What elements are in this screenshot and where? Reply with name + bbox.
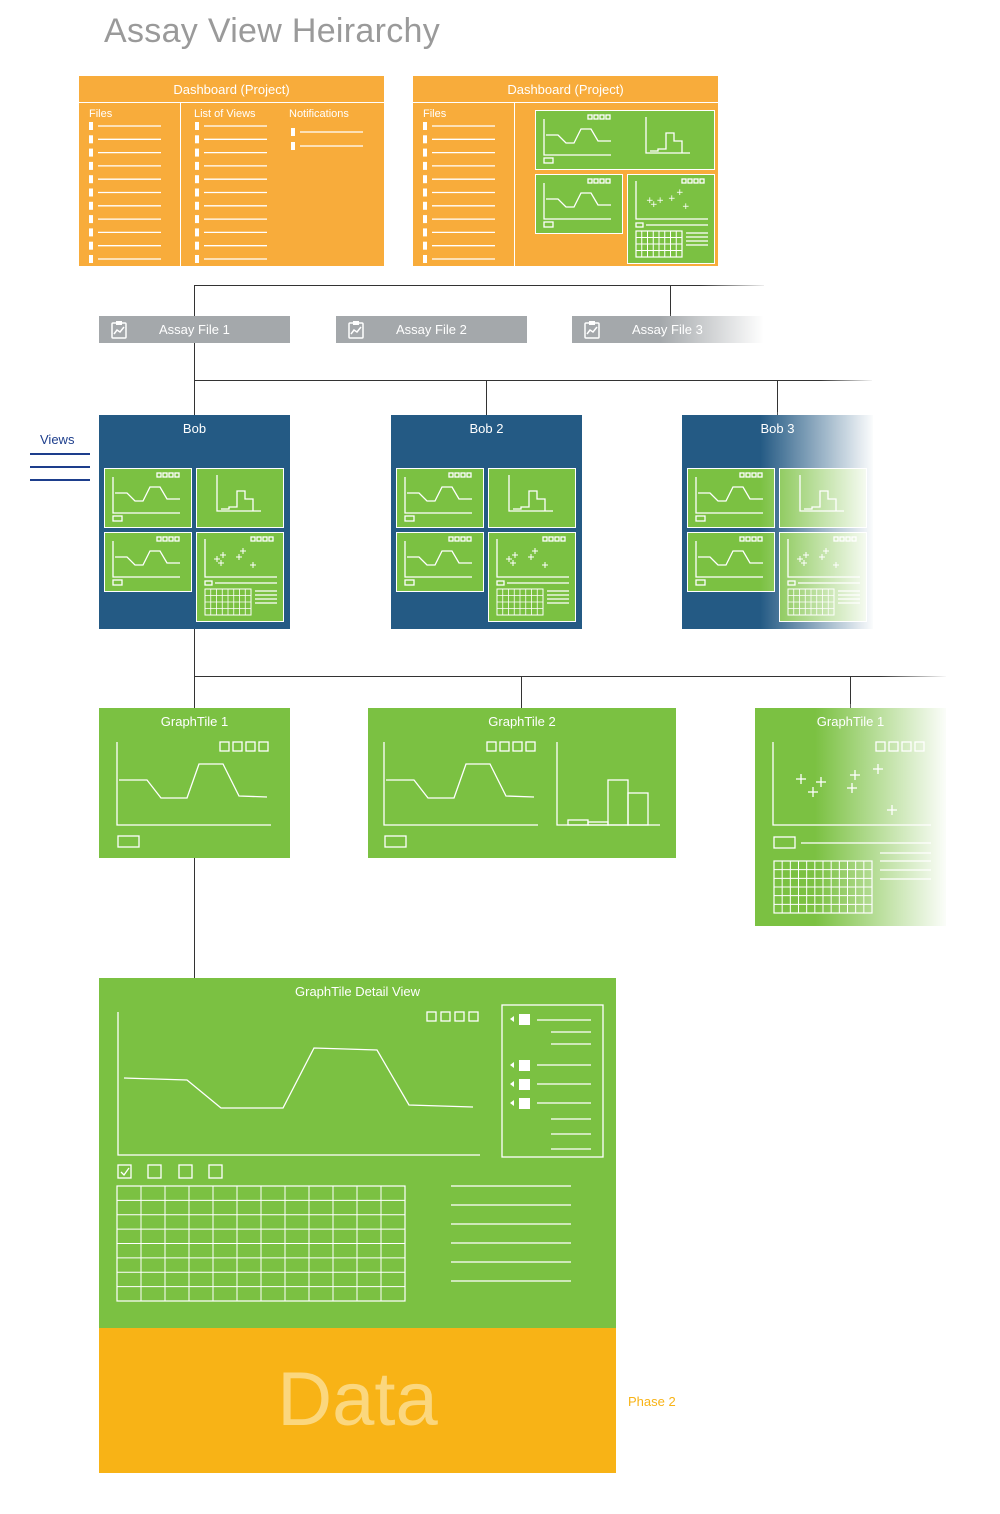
views-menu-icon [30, 453, 90, 481]
dashboard-1-title: Dashboard (Project) [79, 76, 384, 103]
page-title: Assay View Heirarchy [104, 12, 441, 50]
assay-file-2[interactable]: Assay File 2 [336, 316, 527, 343]
graph-tile-1-line-chart [116, 741, 271, 848]
view-mini-tile-line-2 [396, 532, 484, 592]
graph-tile-2-title: GraphTile 2 [488, 714, 556, 729]
assay-file-icon [111, 321, 127, 339]
graph-tile-2[interactable]: GraphTile 2 [368, 708, 676, 858]
view-bob[interactable]: Bob [99, 415, 290, 629]
view-mini-tile-line-2 [104, 532, 192, 592]
view-bob-2-title: Bob 2 [469, 421, 504, 436]
data-block: Data [99, 1328, 616, 1473]
dashboard-2-files-list [423, 122, 495, 277]
view-bob-title: Bob [182, 421, 207, 436]
assay-file-1[interactable]: Assay File 1 [99, 316, 290, 343]
dashboard-1-notifications-label: Notifications [289, 108, 349, 120]
assay-file-icon [584, 321, 600, 339]
dashboard-1-files-list [89, 122, 161, 277]
dashboard-2-tile-wide [535, 110, 715, 170]
dashboard-1-views-list [195, 122, 267, 277]
view-mini-tile-bar [196, 468, 284, 528]
assay-file-icon [348, 321, 364, 339]
svg-text:+: + [682, 202, 690, 212]
svg-text:+: + [650, 200, 658, 210]
dashboard-2-title: Dashboard (Project) [413, 76, 718, 103]
dashboard-1-notifications-list [291, 128, 363, 150]
svg-text:+ +: + + [646, 196, 664, 206]
svg-text:+: + [676, 188, 684, 198]
phase-label: Phase 2 [628, 1394, 676, 1409]
view-mini-tile-bar [488, 468, 576, 528]
dashboard-2-tile-line [535, 174, 623, 234]
dashboard-1-files-label: Files [89, 108, 113, 120]
detail-view-title: GraphTile Detail View [295, 984, 420, 999]
dashboard-2-files-label: Files [423, 108, 447, 120]
graph-tile-1[interactable]: GraphTile 1 [99, 708, 290, 858]
assay-file-2-label: Assay File 2 [396, 322, 467, 337]
view-mini-tile-line [104, 468, 192, 528]
dashboard-2-tile-scatter: + + + + + + [627, 174, 715, 264]
data-label: Data [277, 1357, 438, 1442]
svg-text:+: + [668, 194, 676, 204]
assay-file-1-label: Assay File 1 [159, 322, 230, 337]
detail-view-content [116, 1004, 604, 1302]
dashboard-2[interactable]: Dashboard (Project) Files + + + + + + [413, 76, 718, 277]
graph-tile-2-charts [383, 741, 660, 848]
views-label: Views [40, 432, 75, 447]
view-mini-tile-scatter [488, 532, 576, 622]
graph-tile-detail-view[interactable]: GraphTile Detail View [99, 978, 616, 1330]
dashboard-1[interactable]: Dashboard (Project) Files List of Views … [79, 76, 384, 277]
view-mini-tile-scatter [196, 532, 284, 622]
view-bob-2[interactable]: Bob 2 [391, 415, 582, 629]
view-mini-tile-line [396, 468, 484, 528]
dashboard-1-views-label: List of Views [194, 108, 256, 120]
graph-tile-1-title: GraphTile 1 [160, 714, 229, 729]
